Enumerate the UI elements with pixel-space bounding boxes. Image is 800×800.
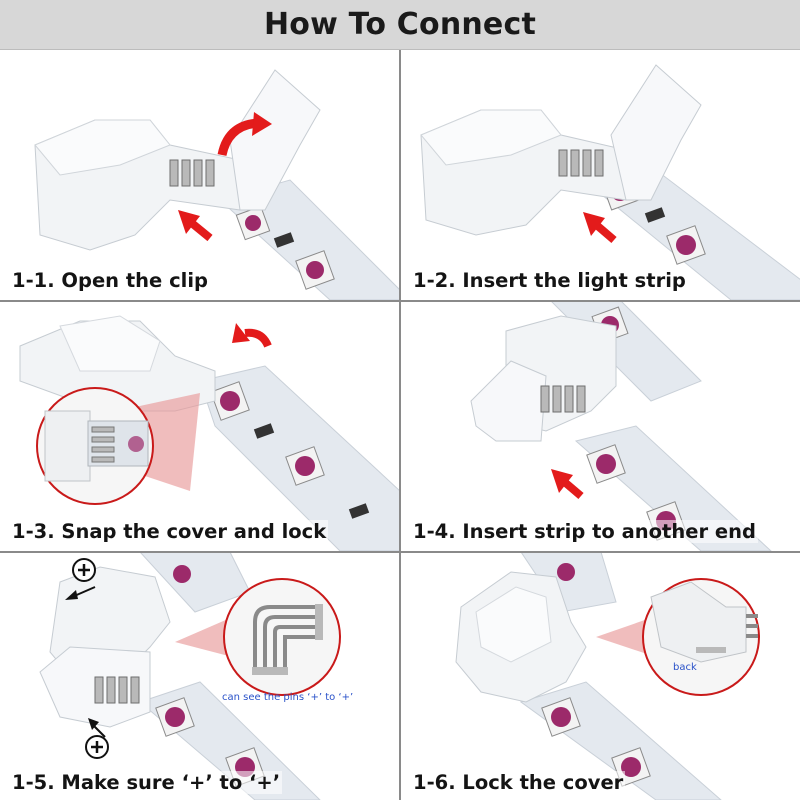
step-panel-1-6: back 1-6. Lock the cover — [401, 552, 800, 800]
step-1-2-illustration — [420, 64, 800, 300]
column-divider — [399, 50, 401, 800]
step-1-6-illustration — [455, 552, 760, 800]
row-divider-1 — [0, 300, 800, 302]
step-panel-1-3: 1-3. Snap the cover and lock — [0, 301, 400, 551]
page-title: How To Connect — [263, 7, 537, 42]
step-1-3-illustration — [19, 315, 400, 551]
connector-body — [34, 69, 321, 251]
step-1-4-illustration — [470, 301, 772, 551]
step-1-5-illustration — [39, 552, 341, 800]
pins-note: can see the pins ‘+’ to ‘+’ — [222, 692, 354, 703]
connector-body — [455, 571, 587, 703]
step-1-4-caption: 1-4. Insert strip to another end — [411, 520, 758, 543]
connector-body — [420, 64, 702, 236]
back-label: back — [673, 662, 697, 673]
step-1-2-caption: 1-2. Insert the light strip — [411, 269, 688, 292]
plus-symbol-top-icon — [65, 558, 96, 600]
step-1-5-caption: 1-5. Make sure ‘+’ to ‘+’ — [10, 771, 283, 794]
step-1-1-caption: 1-1. Open the clip — [10, 269, 210, 292]
pin-contacts — [558, 149, 604, 177]
zoom-detail-circle — [223, 578, 341, 696]
title-bar: How To Connect — [0, 0, 800, 50]
step-panel-1-1: 1-1. Open the clip — [0, 50, 400, 300]
step-panel-1-4: 1-4. Insert strip to another end — [401, 301, 800, 551]
pin-contacts — [169, 159, 215, 187]
snap-rotate-arrow-icon — [232, 323, 272, 348]
step-1-1-illustration — [34, 69, 400, 300]
pin-contacts — [94, 676, 140, 704]
pin-contacts — [540, 385, 586, 413]
step-1-3-caption: 1-3. Snap the cover and lock — [10, 520, 329, 543]
connector-body — [470, 315, 617, 442]
led-strip — [199, 365, 400, 551]
led-strip — [519, 552, 722, 800]
plus-symbol-bottom-icon — [85, 718, 109, 759]
connector-body — [19, 315, 216, 412]
connector-body — [39, 566, 171, 728]
insert-arrow-icon — [583, 212, 617, 244]
zoom-detail-circle — [642, 578, 760, 696]
insert-arrow-icon — [178, 210, 213, 242]
row-divider-2 — [0, 551, 800, 553]
step-panel-1-2: 1-2. Insert the light strip — [401, 50, 800, 300]
step-panel-1-5: can see the pins ‘+’ to ‘+’ 1-5. Make su… — [0, 552, 400, 800]
zoom-detail-circle — [36, 387, 154, 505]
insert-arrow-icon — [551, 469, 584, 500]
led-strip — [139, 552, 321, 800]
step-1-6-caption: 1-6. Lock the cover — [411, 771, 626, 794]
open-rotate-arrow-icon — [217, 112, 272, 157]
